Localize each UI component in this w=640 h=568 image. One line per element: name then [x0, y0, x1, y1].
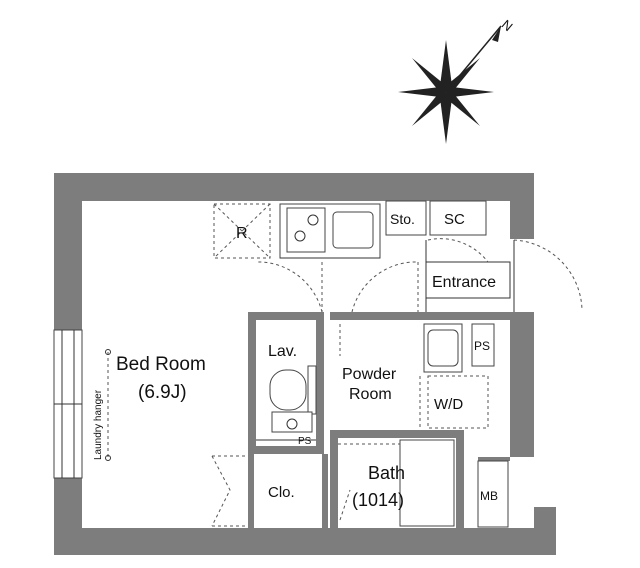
- bed-room-size-label: (6.9J): [138, 382, 187, 403]
- pipe-space-2-label: PS: [298, 436, 312, 447]
- shoe-cabinet: [429, 200, 487, 236]
- door-swings: [255, 261, 419, 313]
- storage-label: Sto.: [390, 211, 415, 227]
- refrigerator-space: [213, 203, 271, 259]
- bath-size-label: (1014): [352, 490, 404, 510]
- storage-cabinet: [385, 200, 427, 236]
- toilet: [256, 365, 317, 441]
- laundry-hanger: [105, 349, 111, 461]
- powder-room-label-2: Room: [349, 386, 392, 403]
- window: [53, 329, 83, 479]
- washer-dryer-label: W/D: [434, 396, 463, 413]
- kitchen-counter: [279, 203, 381, 259]
- washer-dryer-space: [427, 375, 489, 429]
- refrigerator-label: R: [236, 225, 248, 242]
- interior-walls: [248, 312, 510, 528]
- outer-walls: [54, 173, 556, 555]
- meter-box: [477, 460, 509, 528]
- bed-room-label: Bed Room: [116, 354, 206, 375]
- bath-label: Bath: [368, 463, 405, 483]
- entrance-label: Entrance: [432, 274, 496, 291]
- lavatory-label: Lav.: [268, 343, 297, 360]
- closet: [211, 455, 248, 527]
- laundry-hanger-label: Laundry hanger: [93, 389, 104, 460]
- shoe-cabinet-label: SC: [444, 211, 465, 228]
- pipe-space-1: [471, 323, 495, 367]
- compass-rose-icon: [398, 25, 502, 144]
- bathtub: [338, 439, 455, 527]
- pipe-space-1-label: PS: [474, 339, 490, 353]
- closet-label: Clo.: [268, 484, 295, 501]
- meter-box-label: MB: [480, 489, 498, 503]
- wash-basin: [339, 323, 463, 428]
- powder-room-label-1: Powder: [342, 366, 397, 383]
- north-label: N: [499, 17, 516, 35]
- entrance-area: [425, 238, 583, 318]
